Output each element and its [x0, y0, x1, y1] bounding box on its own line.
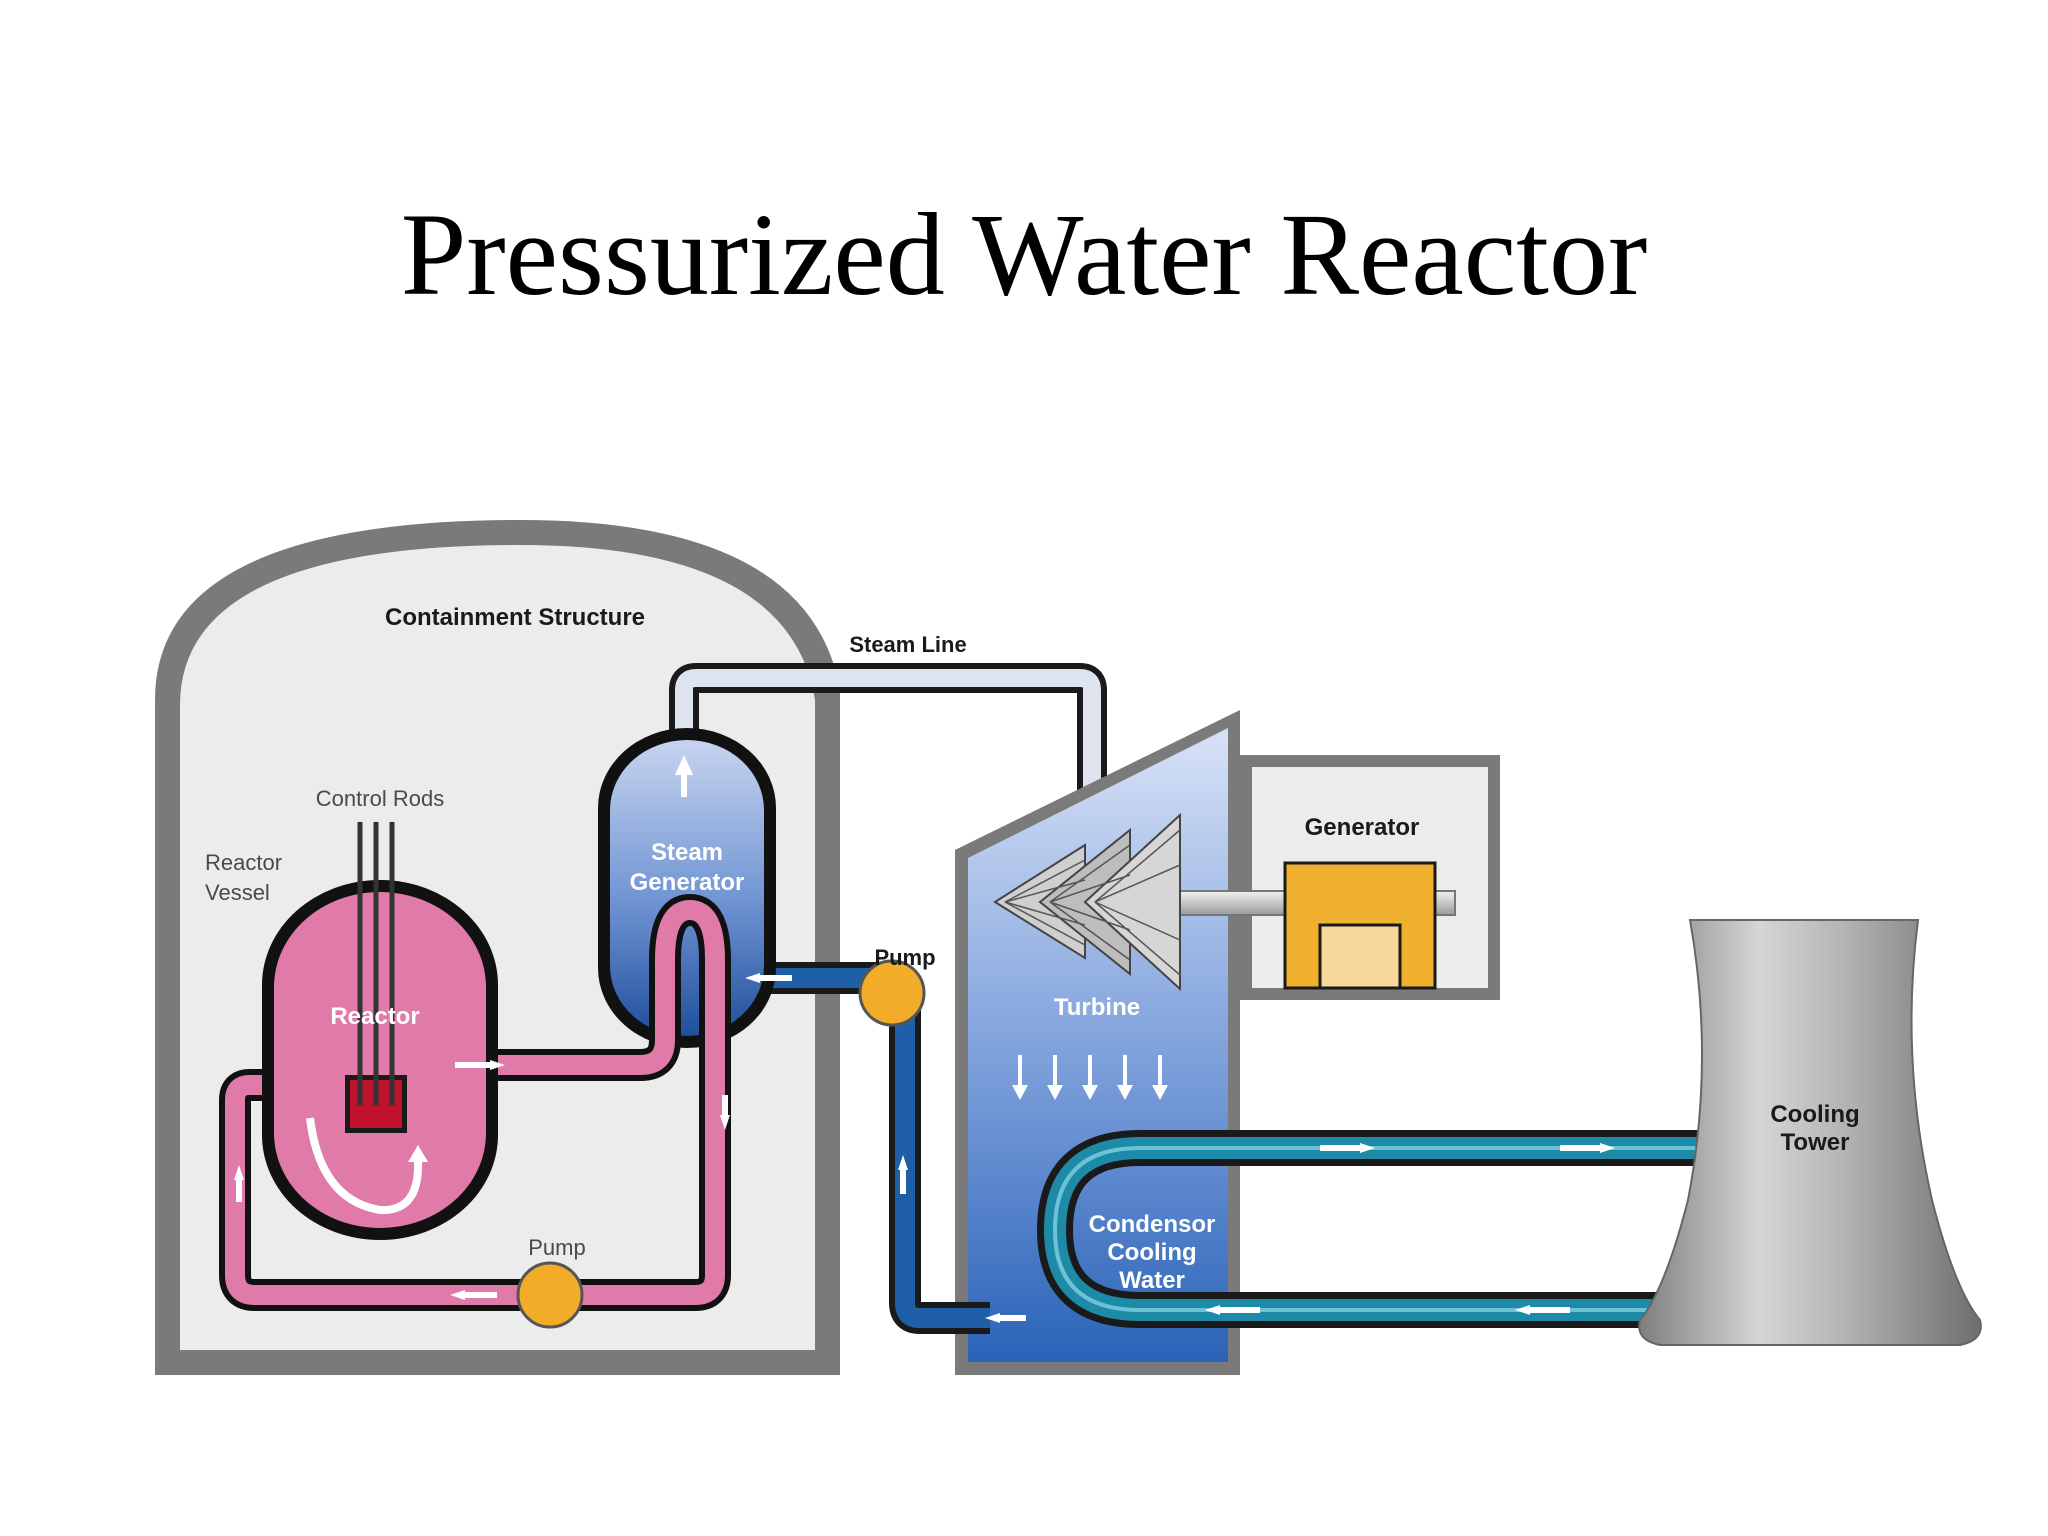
generator-label: Generator — [1305, 814, 1420, 841]
control-rods — [357, 822, 395, 1105]
condenser-label-line3: Water — [1119, 1267, 1185, 1294]
reactor-vessel-label-line1: Reactor — [205, 850, 282, 875]
condenser-cooling-loop — [1036, 1130, 1700, 1328]
cooling-tower-label-line1: Cooling — [1770, 1101, 1859, 1128]
reactor-vessel — [262, 880, 498, 1240]
condenser-label-line2: Cooling — [1107, 1239, 1196, 1266]
turbine-housing — [955, 710, 1240, 1375]
turbine-label: Turbine — [1054, 994, 1140, 1021]
condenser-label-line1: Condensor — [1089, 1211, 1216, 1238]
reactor-label: Reactor — [330, 1003, 419, 1030]
containment-structure-label: Containment Structure — [385, 604, 645, 631]
steam-line-label: Steam Line — [849, 632, 966, 657]
cooling-tower-label-line2: Tower — [1781, 1129, 1850, 1156]
pump-secondary — [858, 959, 926, 1027]
flow-arrows — [234, 755, 1615, 1323]
turbine-blades — [993, 812, 1181, 992]
steam-generator-label-line2: Generator — [630, 869, 745, 896]
pump-primary-label: Pump — [528, 1235, 585, 1260]
turbine-steam-arrows — [1012, 1055, 1168, 1100]
steam-line-pipe — [669, 663, 1107, 800]
generator-housing — [1179, 755, 1500, 1000]
pump-primary — [516, 1261, 584, 1329]
page-title: Pressurized Water Reactor — [400, 189, 1648, 320]
steam-generator-label-line1: Steam — [651, 839, 723, 866]
pump-secondary-label: Pump — [874, 945, 935, 970]
control-rods-label: Control Rods — [316, 786, 444, 811]
reactor-vessel-label-line2: Vessel — [205, 880, 270, 905]
primary-coolant-loop — [219, 894, 731, 1311]
cooling-tower — [1638, 919, 1982, 1346]
